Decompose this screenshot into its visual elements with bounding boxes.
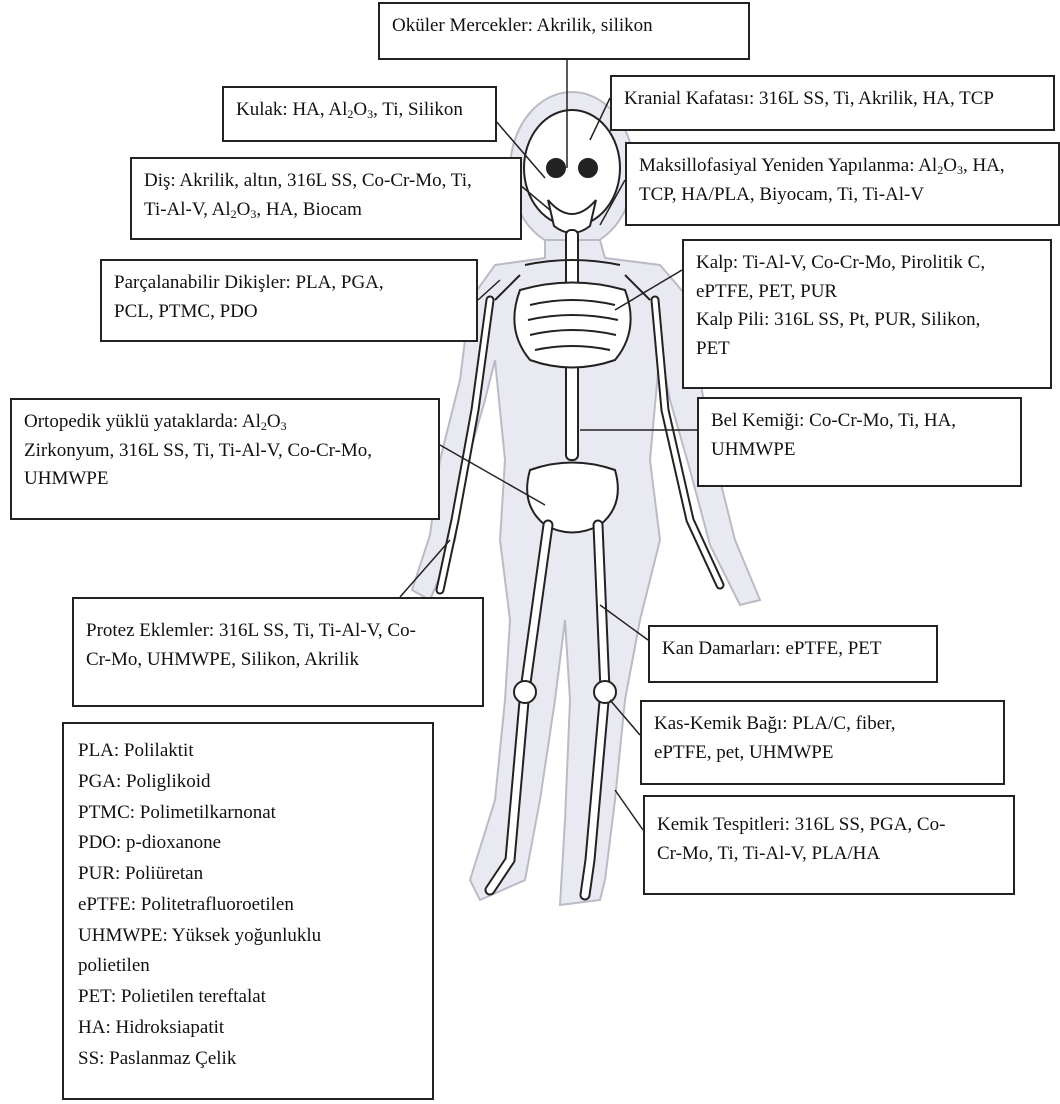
legend-item: PTMC: Polimetilkarnonat (78, 798, 418, 829)
abbreviation-legend: PLA: Polilaktit PGA: Poliglikoid PTMC: P… (62, 722, 434, 1100)
legend-item: PGA: Poliglikoid (78, 767, 418, 798)
callout-kan: Kan Damarları: ePTFE, PET (648, 625, 938, 683)
callout-kalp: Kalp: Ti-Al-V, Co-Cr-Mo, Pirolitik C, eP… (682, 239, 1052, 389)
legend-item: SS: Paslanmaz Çelik (78, 1044, 418, 1075)
legend-item: UHMWPE: Yüksek yoğunluklu (78, 921, 418, 952)
callout-kemik: Kemik Tespitleri: 316L SS, PGA, Co- Cr-M… (643, 795, 1015, 895)
legend-item: PDO: p-dioxanone (78, 828, 418, 859)
legend-item: PLA: Polilaktit (78, 736, 418, 767)
callout-ortopedik: Ortopedik yüklü yataklarda: Al2O3 Zirkon… (10, 398, 440, 520)
legend-item: PUR: Poliüretan (78, 859, 418, 890)
callout-kranial: Kranial Kafatası: 316L SS, Ti, Akrilik, … (610, 75, 1055, 131)
callout-kas: Kas-Kemik Bağı: PLA/C, fiber, ePTFE, pet… (640, 700, 1005, 785)
legend-item: HA: Hidroksiapatit (78, 1013, 418, 1044)
callout-bel: Bel Kemiği: Co-Cr-Mo, Ti, HA, UHMWPE (697, 397, 1022, 487)
callout-dikisler: Parçalanabilir Dikişler: PLA, PGA, PCL, … (100, 259, 478, 342)
legend-item: PET: Polietilen tereftalat (78, 982, 418, 1013)
skull (524, 110, 620, 226)
callout-maksillofasiyal: Maksillofasiyal Yeniden Yapılanma: Al2O3… (625, 142, 1060, 226)
pelvis (527, 463, 618, 533)
callout-okuler: Oküler Mercekler: Akrilik, silikon (378, 2, 750, 60)
callout-kulak: Kulak: HA, Al2O3, Ti, Silikon (222, 86, 497, 142)
callout-protez: Protez Eklemler: 316L SS, Ti, Ti-Al-V, C… (72, 597, 484, 707)
legend-item: ePTFE: Politetrafluoroetilen (78, 890, 418, 921)
legend-item: polietilen (78, 951, 418, 982)
callout-dis: Diş: Akrilik, altın, 316L SS, Co-Cr-Mo, … (130, 157, 522, 240)
